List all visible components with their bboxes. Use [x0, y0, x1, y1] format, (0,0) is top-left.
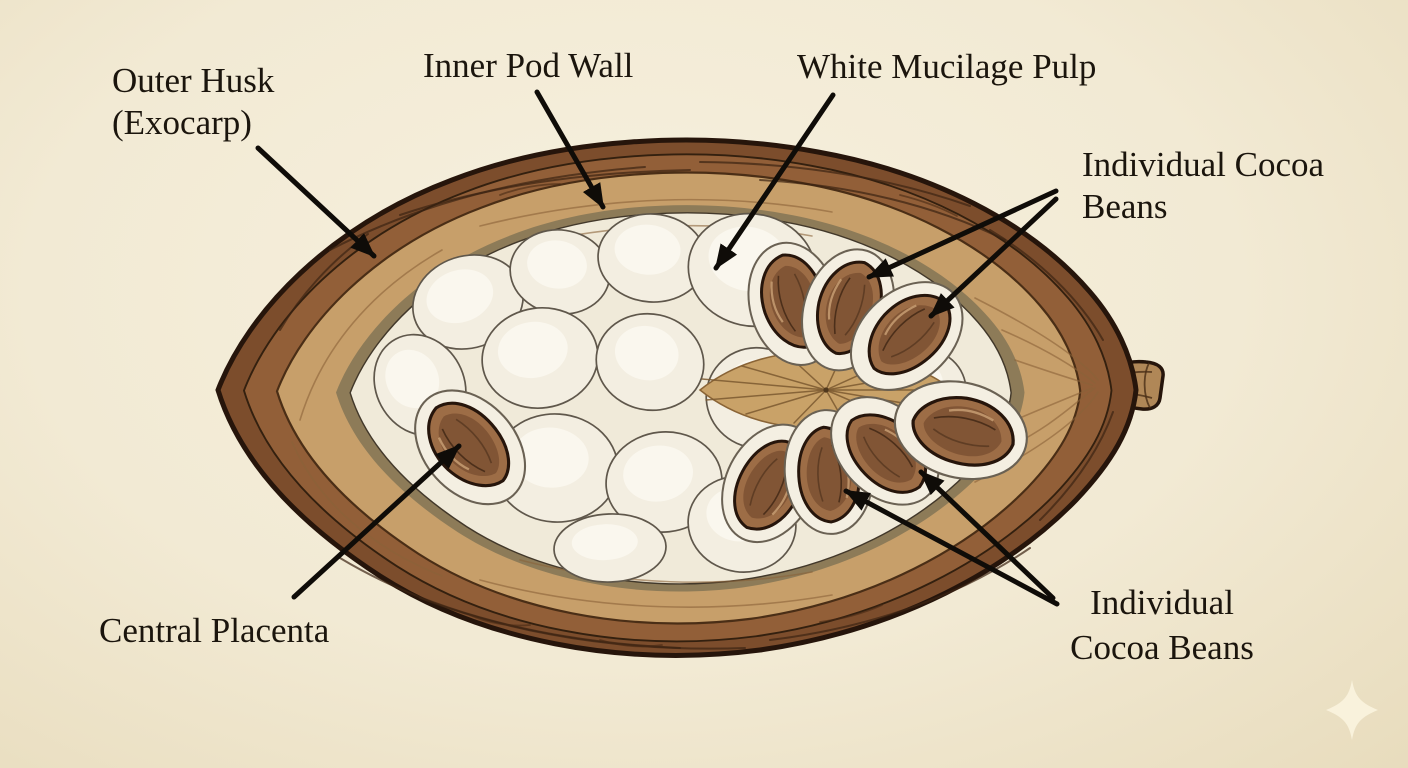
pulp-lobe	[412, 254, 524, 350]
label-outer-husk-line2: (Exocarp)	[112, 103, 252, 142]
label-white-mucilage-pulp: White Mucilage Pulp	[797, 47, 1096, 86]
sparkle-icon	[1326, 680, 1378, 740]
arrow-beans-top-1	[866, 188, 1059, 280]
cocoa-pod	[215, 137, 1165, 658]
arrow-outer-husk	[255, 145, 377, 259]
arrow-beans-bottom-2	[918, 469, 1056, 601]
arrow-white-mucilage-pulp	[713, 92, 836, 271]
pulp-lobe	[509, 228, 611, 316]
arrow-beans-bottom-1	[843, 488, 1060, 607]
label-outer-husk-line1: Outer Husk	[112, 61, 275, 100]
pulp-lobe	[481, 306, 599, 410]
arrow-beans-top-2	[928, 196, 1059, 319]
pulp-lobe	[597, 213, 707, 303]
label-inner-pod-wall: Inner Pod Wall	[423, 46, 634, 85]
label-individual-beans-bottom-line1: Individual	[1090, 583, 1234, 622]
label-individual-beans-top-line2: Beans	[1082, 187, 1168, 226]
arrow-central-placenta	[291, 443, 462, 600]
label-central-placenta: Central Placenta	[99, 611, 330, 650]
labels: Outer Husk (Exocarp) Inner Pod Wall Whit…	[99, 46, 1324, 667]
pulp-lobe	[595, 312, 705, 412]
pulp-lobe	[553, 513, 667, 583]
label-arrows	[255, 89, 1060, 607]
label-individual-beans-bottom-line2: Cocoa Beans	[1070, 628, 1254, 667]
label-individual-beans-top-line1: Individual Cocoa	[1082, 145, 1324, 184]
arrow-inner-pod-wall	[534, 89, 606, 210]
